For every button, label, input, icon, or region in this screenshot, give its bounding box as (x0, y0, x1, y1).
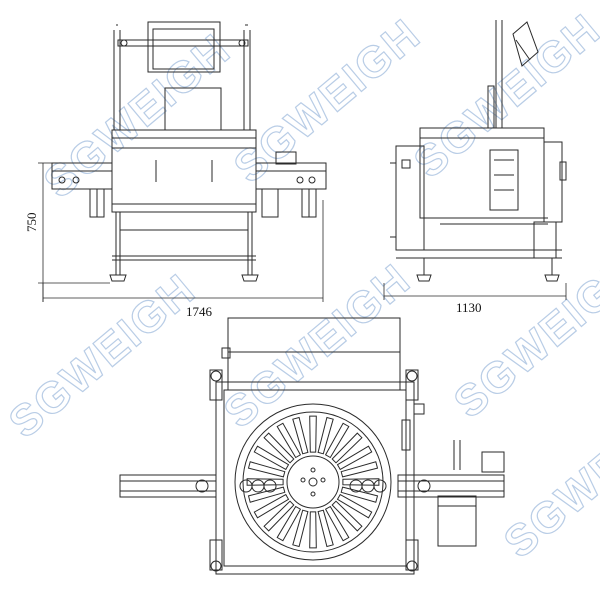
star-wheel-pocket (263, 432, 295, 464)
star-wheel-pocket (336, 445, 373, 471)
star-wheel-spokes (246, 415, 380, 549)
star-wheel-pocket (292, 416, 309, 455)
star-wheel-pocket (309, 511, 317, 549)
star-wheel-pocket (309, 415, 317, 453)
watermark-7: SGWEIGH (495, 384, 600, 567)
star-wheel-pocket (324, 422, 350, 459)
top-view (119, 317, 505, 575)
star-wheel-pocket (317, 416, 334, 455)
star-wheel-pocket (324, 505, 350, 542)
star-wheel-pocket (340, 461, 379, 478)
star-wheel-pocket (342, 478, 380, 486)
star-wheel-pocket (263, 500, 295, 532)
watermark-4: SGWEIGH (0, 264, 205, 447)
front-dimensions (38, 162, 324, 302)
star-wheel-pocket (247, 461, 286, 478)
watermarks: SGWEIGH SGWEIGH SGWEIGH SGWEIGH SGWEIGH … (0, 4, 600, 568)
star-wheel-pocket (276, 422, 302, 459)
side-view (390, 20, 567, 282)
star-wheel-pocket (247, 486, 286, 503)
star-wheel-pocket (336, 493, 373, 519)
star-wheel-pocket (246, 478, 284, 486)
watermark-5: SGWEIGH (215, 254, 420, 437)
star-wheel-pocket (253, 445, 290, 471)
watermark-1: SGWEIGH (35, 24, 240, 207)
star-wheel-pocket (292, 509, 309, 548)
star-wheel-pocket (276, 505, 302, 542)
front-view (51, 21, 327, 282)
depth-dimension-label: 1130 (456, 300, 482, 315)
star-wheel-pocket (331, 500, 363, 532)
height-dimension-label: 750 (24, 213, 39, 233)
width-dimension-label: 1746 (186, 304, 213, 319)
star-wheel-pocket (317, 509, 334, 548)
star-wheel-pocket (331, 432, 363, 464)
watermark-6: SGWEIGH (445, 244, 600, 427)
star-wheel-pocket (253, 493, 290, 519)
star-wheel-pocket (340, 486, 379, 503)
side-dimensions (383, 283, 567, 300)
